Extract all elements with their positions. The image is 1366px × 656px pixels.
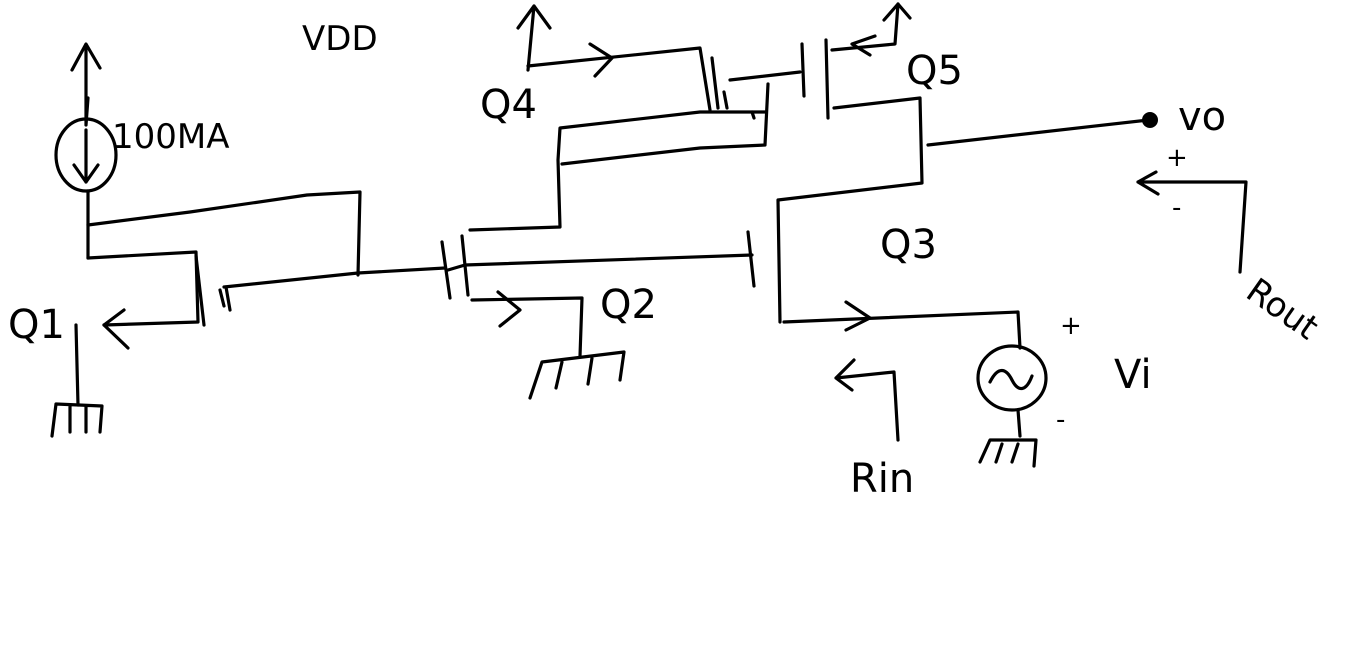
rout-arrow bbox=[1136, 170, 1248, 274]
ground-vi bbox=[978, 438, 1038, 468]
q1-label: Q1 bbox=[8, 302, 65, 348]
q4-label: Q4 bbox=[480, 82, 537, 128]
vdd-label: VDD bbox=[302, 19, 378, 59]
vi-plus-label: + bbox=[1060, 311, 1082, 341]
vi-source bbox=[976, 344, 1048, 438]
ground-q1 bbox=[50, 402, 104, 438]
current-source-label: 100MA bbox=[112, 117, 230, 157]
vi-minus-label: - bbox=[1056, 405, 1065, 435]
vo-label: vo bbox=[1178, 94, 1226, 140]
output-minus-label: - bbox=[1172, 193, 1181, 223]
q1-transistor bbox=[74, 190, 447, 407]
vi-label: Vi bbox=[1114, 352, 1152, 398]
rin-label: Rin bbox=[850, 456, 914, 502]
q5-label: Q5 bbox=[906, 48, 963, 94]
q2-label: Q2 bbox=[600, 282, 657, 328]
q3-transistor bbox=[746, 230, 1022, 350]
rout-label: Rout bbox=[1239, 271, 1326, 348]
output-node bbox=[926, 112, 1158, 147]
current-source-branch bbox=[54, 42, 118, 260]
rin-arrow bbox=[834, 358, 900, 442]
q2-transistor bbox=[440, 110, 767, 358]
q4-transistor bbox=[516, 4, 802, 166]
q3-label: Q3 bbox=[880, 222, 937, 268]
q5-transistor bbox=[776, 2, 924, 324]
output-plus-label: + bbox=[1166, 143, 1188, 173]
ground-q2 bbox=[528, 350, 626, 400]
